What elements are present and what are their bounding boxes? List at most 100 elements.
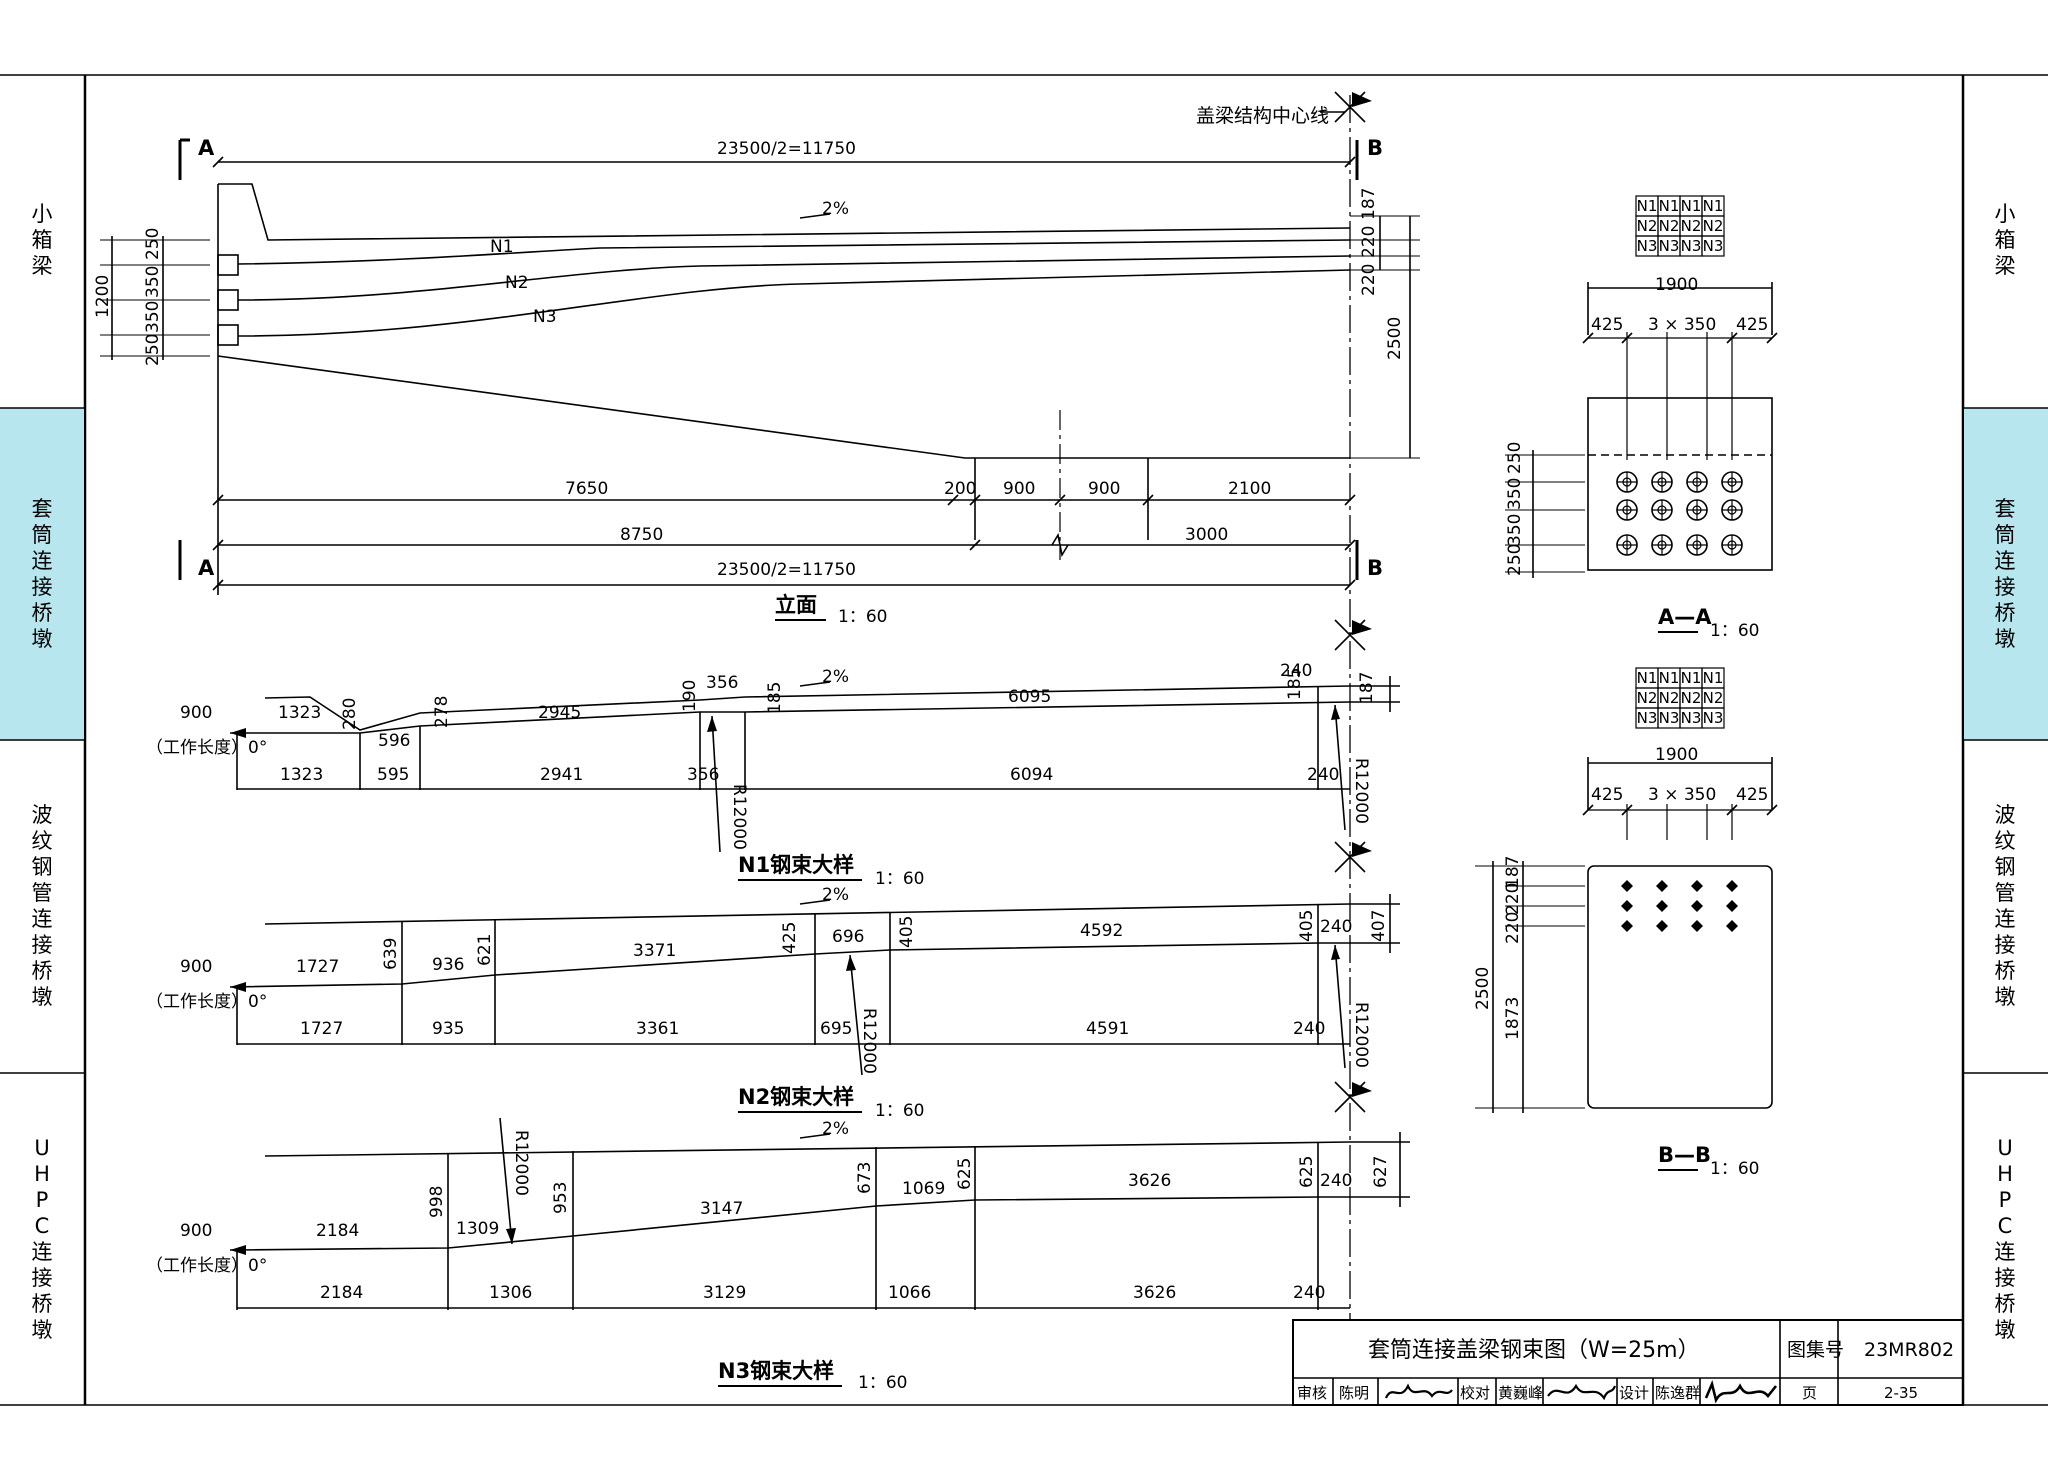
checker-name: 黄巍峰: [1498, 1384, 1543, 1402]
n3-vert-4: 625: [955, 1158, 975, 1190]
n3-work-label: （工作长度）0°: [146, 1256, 267, 1276]
n3-vert-3: 673: [855, 1162, 875, 1194]
bb-scale: 1：60: [1710, 1159, 1759, 1179]
reviewer-signature: [1384, 1383, 1453, 1399]
lt-tab-char: 桥: [32, 1292, 53, 1316]
duct-dot: [1656, 900, 1668, 912]
n3-bot-3: 3129: [703, 1283, 746, 1303]
tendon-table-label: N3: [1681, 709, 1702, 727]
n1-tendon-curve: [230, 701, 1351, 734]
n3-work-length: 900: [180, 1221, 212, 1241]
section-mark-a-bottom: A: [198, 556, 215, 580]
n3-bot-1: 2184: [320, 1283, 363, 1303]
tendon-table-label: N3: [1659, 237, 1680, 255]
left-tab-box-girder[interactable]: 小箱梁: [32, 202, 53, 278]
n2-bot-2: 935: [432, 1019, 464, 1039]
lt-tab-char: 墩: [32, 1318, 53, 1342]
bb-duct-dots: [1621, 880, 1738, 932]
aa-dim-2: 3 × 350: [1648, 315, 1716, 335]
rt-tab-char: 连: [1995, 1240, 2016, 1264]
designer-signature: [1704, 1379, 1778, 1404]
section-mark-b-top: B: [1367, 136, 1383, 160]
duct-dot: [1656, 880, 1668, 892]
tendon-table-label: N1: [1637, 197, 1658, 215]
bb-total: 2500: [1473, 967, 1493, 1010]
tendon-table-label: N2: [1659, 689, 1680, 707]
rt-tab-char: 桥: [1995, 601, 2016, 625]
n1-bot-5: 6094: [1010, 765, 1053, 785]
rt-tab-char: P: [1999, 1188, 2012, 1212]
n3-bot-2: 1306: [489, 1283, 532, 1303]
left-dim-3: 350: [143, 301, 163, 333]
lt-tab-char: 墩: [32, 985, 53, 1009]
n3-bot-6: 240: [1293, 1283, 1325, 1303]
rt-tab-char: 管: [1995, 881, 2016, 905]
bb-width: 1900: [1655, 745, 1698, 765]
reviewer-name: 陈明: [1339, 1384, 1369, 1402]
anchor-n1: [217, 254, 239, 276]
lt-tab-char: 小: [32, 202, 53, 226]
n2-top-1: 1727: [296, 957, 339, 977]
n1-work-length: 900: [180, 703, 212, 723]
duct-hole-cross: [1722, 535, 1742, 555]
lt-tab-char: 桥: [32, 959, 53, 983]
n1-vert-6: 187: [1357, 672, 1377, 704]
duct-dot: [1726, 880, 1738, 892]
rt-tab-char: 波: [1995, 803, 2016, 827]
n1-top-5: 6095: [1008, 687, 1051, 707]
lt-tab-char: P: [36, 1188, 49, 1212]
n2-top-2: 936: [432, 955, 464, 975]
n1-profile-top: [264, 685, 1351, 731]
n1-top-6: 240: [1280, 661, 1312, 681]
tendon-table-label: N2: [1637, 689, 1658, 707]
tendon-label-n2: N2: [505, 273, 529, 293]
row1-2100: 2100: [1228, 479, 1271, 499]
anchor-n3: [217, 324, 239, 346]
n3-top-2: 1309: [456, 1219, 499, 1239]
tendon-table-cell: [1701, 707, 1725, 729]
lt-tab-char: 纹: [32, 829, 53, 853]
n1-top-3: 2945: [538, 703, 581, 723]
n2-bot-5: 4591: [1086, 1019, 1129, 1039]
checker-signature: [1547, 1383, 1617, 1401]
anchor-n2: [217, 289, 239, 311]
lt-tab-char: 连: [32, 1240, 53, 1264]
n3-bot-5: 3626: [1133, 1283, 1176, 1303]
rt-tab-char: 墩: [1995, 1318, 2016, 1342]
tendon-table-label: N3: [1703, 709, 1724, 727]
aa-title: A—A: [1658, 605, 1712, 629]
drawing-title: 套筒连接盖梁钢束图（W=25m）: [1368, 1338, 1700, 1363]
tendon-table-label: N1: [1681, 197, 1702, 215]
tendon-label-n3: N3: [533, 307, 557, 327]
tendon-table-label: N1: [1659, 197, 1680, 215]
page-number: 2-35: [1884, 1384, 1918, 1402]
aa-section-outline: [1587, 397, 1773, 571]
n1-bot-1: 1323: [280, 765, 323, 785]
tendon-table-label: N2: [1703, 217, 1724, 235]
n2-top-5: 4592: [1080, 921, 1123, 941]
rt-tab-char: 钢: [1995, 855, 2016, 879]
rt-tab-char: 梁: [1995, 254, 2016, 278]
duct-hole-cross: [1687, 500, 1707, 520]
duct-hole-cross: [1652, 500, 1672, 520]
rt-tab-char: 接: [1995, 933, 2016, 957]
left-tab-active-bg: [0, 408, 84, 740]
lt-tab-char: 连: [32, 907, 53, 931]
n1-radius: R12000: [729, 784, 749, 850]
rt-tab-char: 箱: [1995, 228, 2016, 252]
duct-dot: [1691, 880, 1703, 892]
left-height-text: 1200: [93, 275, 113, 318]
n2-bot-6: 240: [1293, 1019, 1325, 1039]
right-tab-box-girder[interactable]: 小箱梁: [1995, 202, 2016, 278]
rt-tab-char: 筒: [1995, 523, 2016, 547]
lt-tab-char: 箱: [32, 228, 53, 252]
n1-top-4: 356: [706, 673, 738, 693]
n2-bot-1: 1727: [300, 1019, 343, 1039]
